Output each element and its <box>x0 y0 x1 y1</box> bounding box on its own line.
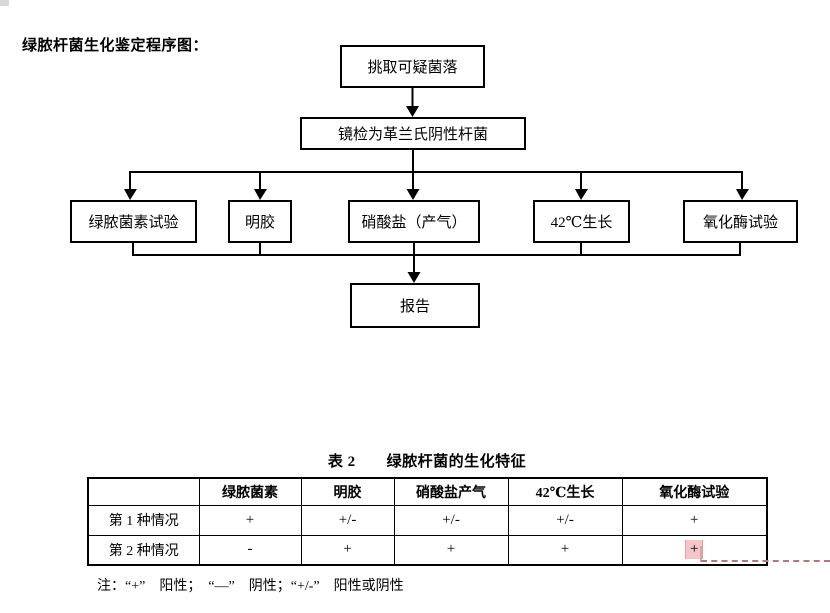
cell-value: + <box>300 534 395 566</box>
flow-node-label: 镜检为革兰氏阴性杆菌 <box>337 127 488 143</box>
connector-lines <box>129 88 743 274</box>
flow-node-nitrate-gas: 硝酸盐（产气） <box>348 200 480 243</box>
table-row: 第 2 种情况 - + + + + <box>87 534 768 566</box>
biochem-table: 绿脓菌素 明胶 硝酸盐产气 42℃生长 氧化酶试验 第 1 种情况 + +/- … <box>87 477 768 566</box>
cell-value: +/- <box>393 504 509 536</box>
comment-leader-line <box>701 560 830 562</box>
table-footnote: 注：“+” 阳性； “—” 阴性；“+/-” 阳性或阴性 <box>97 579 404 594</box>
flow-node-pick-colony: 挑取可疑菌落 <box>340 45 485 88</box>
header-cell-nitrate: 硝酸盐产气 <box>393 477 509 506</box>
row-label: 第 1 种情况 <box>87 504 200 536</box>
flow-node-label: 报告 <box>399 299 430 315</box>
flow-node-label: 42℃生长 <box>550 215 613 231</box>
arrow-down-icon <box>406 189 420 200</box>
cell-value: + <box>621 504 768 536</box>
header-cell-empty <box>87 477 200 506</box>
cell-value: +/- <box>507 504 623 536</box>
flow-node-42c-growth: 42℃生长 <box>533 200 630 243</box>
table-row: 第 1 种情况 + +/- +/- +/- + <box>87 504 768 536</box>
arrow-down-icon <box>124 189 137 200</box>
cell-value: - <box>198 534 302 566</box>
arrow-down-icon <box>406 106 419 117</box>
arrow-down-icon <box>736 189 749 200</box>
arrow-down-icon <box>407 272 421 283</box>
comment-highlight: + <box>685 540 704 560</box>
page-title: 绿脓杆菌生化鉴定程序图： <box>22 38 209 54</box>
cell-value: + <box>198 504 302 536</box>
row-label: 第 2 种情况 <box>87 534 200 566</box>
flow-node-oxidase: 氧化酶试验 <box>683 200 798 243</box>
flow-node-label: 明胶 <box>244 215 275 231</box>
header-cell-42c: 42℃生长 <box>507 477 623 506</box>
flow-node-report: 报告 <box>350 283 480 328</box>
flow-node-label: 氧化酶试验 <box>702 215 778 231</box>
header-cell-oxidase: 氧化酶试验 <box>621 477 768 506</box>
flow-node-microscopy: 镜检为革兰氏阴性杆菌 <box>300 117 526 150</box>
comment-anchor-bracket <box>700 546 702 562</box>
flow-node-label: 绿脓菌素试验 <box>88 215 179 231</box>
cell-value: +/- <box>300 504 395 536</box>
arrow-down-icon <box>254 189 267 200</box>
cell-value: + <box>393 534 509 566</box>
cell-value: + <box>507 534 623 566</box>
arrow-down-icon <box>575 189 588 200</box>
flow-node-gelatin: 明胶 <box>228 200 292 243</box>
header-cell-pyocyanin: 绿脓菌素 <box>198 477 302 506</box>
page-corner-artifact <box>0 0 9 6</box>
table-header-row: 绿脓菌素 明胶 硝酸盐产气 42℃生长 氧化酶试验 <box>87 477 768 506</box>
flow-node-label: 硝酸盐（产气） <box>361 215 467 231</box>
header-cell-gelatin: 明胶 <box>300 477 395 506</box>
flow-node-pyocyanin: 绿脓菌素试验 <box>70 200 197 243</box>
flow-node-label: 挑取可疑菌落 <box>367 60 458 76</box>
table-title: 表 2 绿脓杆菌的生化特征 <box>327 454 527 470</box>
